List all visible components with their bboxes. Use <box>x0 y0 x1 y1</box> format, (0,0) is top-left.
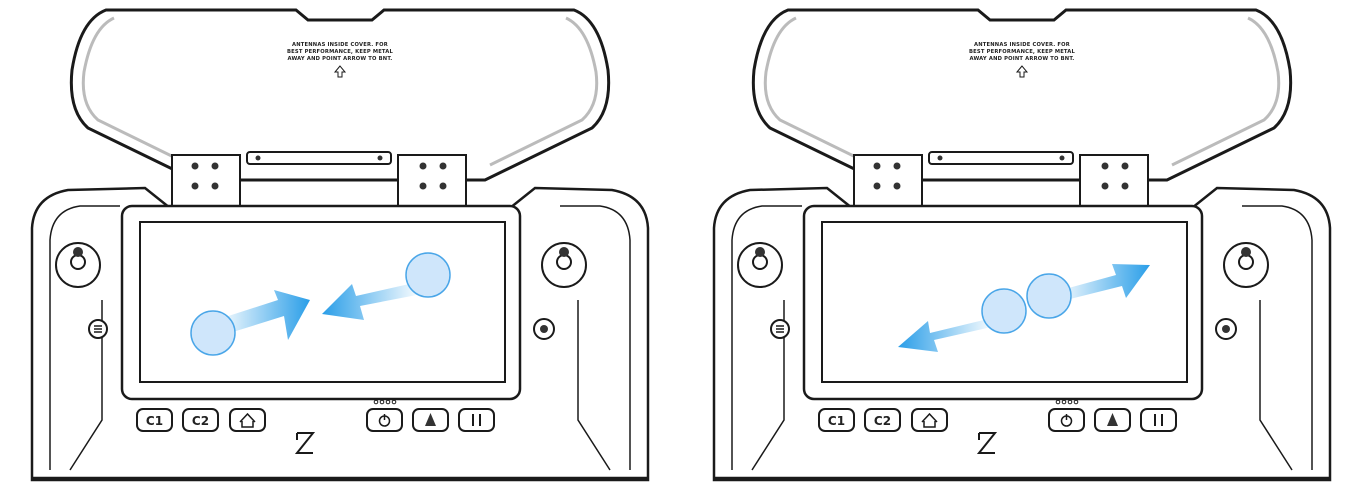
pause-icon <box>459 409 494 431</box>
hinge-right <box>398 155 466 213</box>
cover-label-line3: AWAY AND POINT ARROW TO BNT. <box>970 56 1075 62</box>
home-icon <box>230 409 265 431</box>
cover-label-line2: BEST PERFORMANCE, KEEP METAL <box>287 49 393 55</box>
svg-text:C1: C1 <box>828 414 845 428</box>
svg-text:C1: C1 <box>146 414 163 428</box>
power-icon <box>1049 409 1084 431</box>
hinge-bar <box>247 152 391 164</box>
settings-icon <box>534 319 554 339</box>
takeoff-icon <box>1095 409 1130 431</box>
right-joystick <box>1224 243 1268 287</box>
cover-label-line1: ANTENNAS INSIDE COVER. FOR <box>292 42 388 48</box>
svg-text:C2: C2 <box>874 414 891 428</box>
right-joystick <box>542 243 586 287</box>
hinge-left <box>854 155 922 213</box>
left-joystick <box>56 243 100 287</box>
c2-button: C2 <box>865 409 900 431</box>
home-icon <box>912 409 947 431</box>
settings-icon <box>1216 319 1236 339</box>
power-icon <box>367 409 402 431</box>
controller-illustration-pinch-out: ANTENNAS INSIDE COVER. FOR BEST PERFORMA… <box>692 0 1352 485</box>
hinge-right <box>1080 155 1148 213</box>
touch-point-1 <box>982 289 1026 333</box>
c1-button: C1 <box>819 409 854 431</box>
touch-point-2 <box>406 253 450 297</box>
touch-point-2 <box>1027 274 1071 318</box>
left-joystick <box>738 243 782 287</box>
touch-screen <box>122 206 520 399</box>
pause-icon <box>1141 409 1176 431</box>
controller-illustration-pinch-in: ANTENNAS INSIDE COVER. FOR BEST PERFORMA… <box>10 0 670 485</box>
hinge-left <box>172 155 240 213</box>
svg-text:C2: C2 <box>192 414 209 428</box>
c1-button: C1 <box>137 409 172 431</box>
cover-label-line1: ANTENNAS INSIDE COVER. FOR <box>974 42 1070 48</box>
menu-icon <box>89 320 107 338</box>
touch-point-1 <box>191 311 235 355</box>
c2-button: C2 <box>183 409 218 431</box>
cover-label-line2: BEST PERFORMANCE, KEEP METAL <box>969 49 1075 55</box>
cover-label-line3: AWAY AND POINT ARROW TO BNT. <box>288 56 393 62</box>
menu-icon <box>771 320 789 338</box>
hinge-bar <box>929 152 1073 164</box>
takeoff-icon <box>413 409 448 431</box>
